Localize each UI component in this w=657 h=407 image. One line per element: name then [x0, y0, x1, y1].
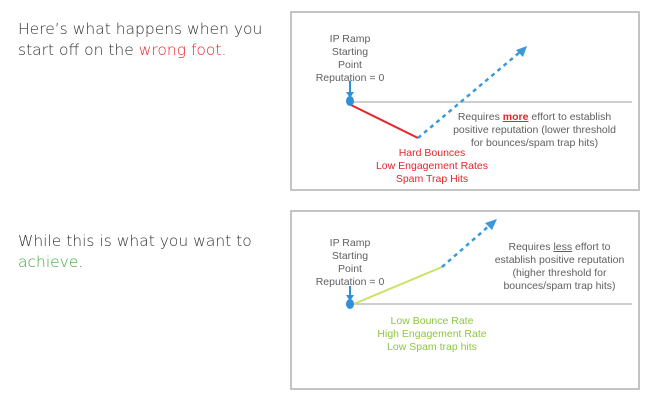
label-line: Reputation = 0 [315, 276, 385, 288]
factor-item: Spam Trap Hits [395, 173, 469, 185]
growth-line [348, 266, 443, 307]
caption-period: . [221, 41, 227, 59]
effort-text: effort to establish positive reputation … [494, 241, 625, 292]
factor-item: High Engagement Rate [377, 328, 487, 340]
effort-text: Requires [508, 241, 554, 253]
caption-wrong-foot: Here’s what happens when you start off o… [18, 19, 278, 61]
positive-factors: Low Bounce Rate High Engagement Rate Low… [357, 315, 507, 354]
arrowhead-icon [516, 46, 527, 57]
start-pointer-head [346, 295, 354, 301]
label-line: Starting [331, 46, 369, 58]
effort-text: effort to establish positive reputation … [453, 111, 616, 149]
caption-text: While this is what you want to [18, 232, 252, 250]
label-line: IP Ramp [329, 33, 371, 45]
label-line: IP Ramp [329, 237, 371, 249]
growth-dashed-line [441, 224, 491, 268]
negative-factors: Hard Bounces Low Engagement Rates Spam T… [367, 147, 497, 186]
diagram-achieve: IP Ramp Starting Point Reputation = 0 Re… [290, 210, 640, 390]
effort-emphasis: more [502, 111, 529, 123]
label-line: Starting [331, 250, 369, 262]
decline-line [348, 103, 419, 139]
factor-item: Low Engagement Rates [375, 160, 489, 172]
caption-highlight: wrong foot [138, 41, 222, 59]
label-line: Point [338, 59, 362, 71]
diagram-graphic [346, 46, 632, 139]
caption-achieve: While this is what you want to achieve. [18, 231, 278, 273]
start-point-label: IP Ramp Starting Point Reputation = 0 [310, 237, 390, 289]
caption-highlight: achieve [18, 253, 79, 271]
start-pointer-head [346, 92, 354, 98]
recovery-dashed-line [417, 51, 521, 139]
effort-note: Requires more effort to establish positi… [452, 111, 617, 150]
caption-period: . [78, 253, 84, 271]
label-line: Reputation = 0 [315, 72, 385, 84]
diagram-graphic [346, 219, 632, 309]
arrowhead-icon [485, 219, 497, 230]
effort-emphasis: less [553, 241, 573, 253]
start-marker [346, 299, 354, 309]
label-line: Point [338, 263, 362, 275]
effort-text: Requires [457, 111, 503, 123]
start-marker [346, 96, 354, 106]
factor-item: Low Bounce Rate [390, 315, 474, 327]
factor-item: Hard Bounces [398, 147, 466, 159]
factor-item: Low Spam trap hits [387, 341, 477, 353]
caption-text: Here’s what happens when you start off o… [18, 20, 263, 59]
effort-note: Requires less effort to establish positi… [487, 241, 632, 293]
start-point-label: IP Ramp Starting Point Reputation = 0 [310, 33, 390, 85]
diagram-wrong-foot: IP Ramp Starting Point Reputation = 0 Re… [290, 11, 640, 191]
